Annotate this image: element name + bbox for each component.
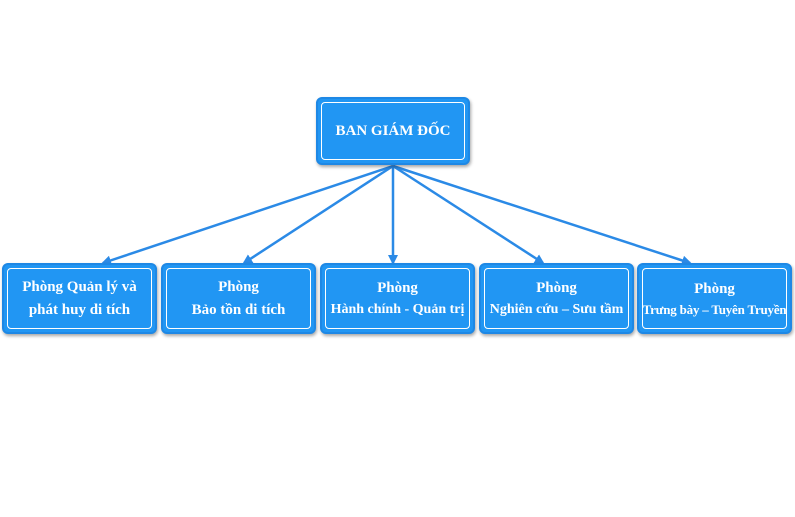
department-node-2-inner: Phòng Bảo tồn di tích: [166, 268, 311, 329]
department-node-1-inner: Phòng Quản lý và phát huy di tích: [7, 268, 152, 329]
department-node-1: Phòng Quản lý và phát huy di tích: [2, 263, 157, 334]
department-node-5-inner: Phòng Trưng bày – Tuyên Truyền: [642, 268, 787, 329]
department-node-3-line1: Phòng: [377, 279, 418, 296]
department-node-3-line2: Hành chính - Quản trị: [330, 302, 465, 318]
connector-arrow-4: [392, 164, 545, 265]
department-node-5: Phòng Trưng bày – Tuyên Truyền: [637, 263, 792, 334]
root-node-label: BAN GIÁM ĐỐC: [335, 122, 451, 139]
department-node-1-line1: Phòng Quản lý và: [22, 279, 137, 295]
department-node-5-line1: Phòng: [694, 280, 735, 297]
root-node-inner: BAN GIÁM ĐỐC: [321, 102, 465, 160]
department-node-4-line1: Phòng: [536, 279, 577, 296]
department-node-4: Phòng Nghiên cứu – Sưu tầm: [479, 263, 634, 334]
root-node-board-of-directors: BAN GIÁM ĐỐC: [316, 97, 470, 165]
department-node-2-line2: Bảo tồn di tích: [191, 301, 286, 318]
department-node-2-line1: Phòng: [218, 279, 259, 295]
department-node-4-inner: Phòng Nghiên cứu – Sưu tầm: [484, 268, 629, 329]
department-node-2: Phòng Bảo tồn di tích: [161, 263, 316, 334]
department-node-3-inner: Phòng Hành chính - Quản trị: [325, 268, 470, 329]
department-node-1-line2: phát huy di tích: [28, 301, 131, 318]
connector-arrow-2: [242, 164, 394, 265]
department-node-3: Phòng Hành chính - Quản trị: [320, 263, 475, 334]
connector-arrow-5: [392, 164, 692, 266]
department-node-4-line2: Nghiên cứu – Sưu tầm: [489, 302, 624, 318]
connector-arrow-1: [101, 164, 394, 266]
department-node-5-line2: Trưng bày – Tuyên Truyền: [642, 302, 787, 317]
